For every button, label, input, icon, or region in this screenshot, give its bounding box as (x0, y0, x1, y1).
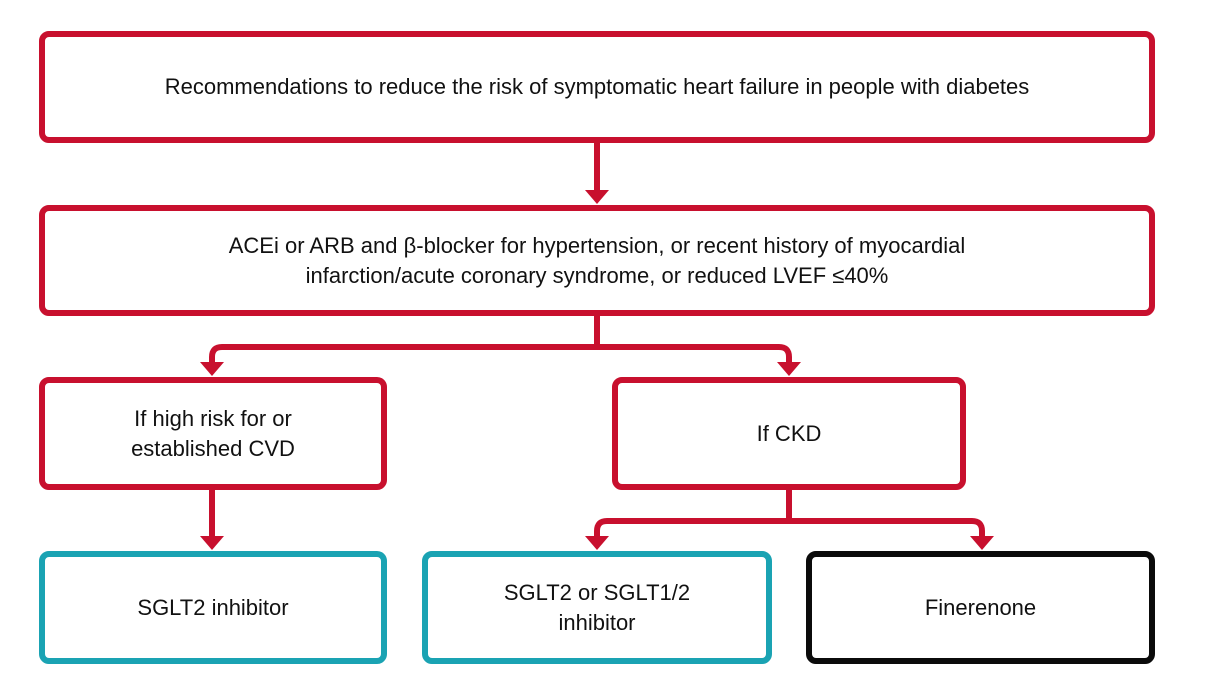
sglt2-inhibitor-node: SGLT2 inhibitor (39, 551, 387, 664)
connector-acei-split (209, 316, 792, 363)
high-risk-cvd-node: If high risk for or established CVD (39, 377, 387, 490)
heart-failure-recommendations-node: Recommendations to reduce the risk of sy… (39, 31, 1155, 143)
node-text-line-1: If high risk for or (134, 405, 292, 431)
node-text: If CKD (756, 420, 822, 446)
connector-ckd-split (594, 490, 985, 537)
node-text: Finerenone (924, 594, 1037, 620)
node-text-line-2: established CVD (131, 435, 295, 461)
arrowhead-acei (585, 190, 609, 204)
node-text-line-1: ACEi or ARB and β-blocker for hypertensi… (228, 232, 966, 258)
node-text-line-2: infarction/acute coronary syndrome, or r… (305, 262, 889, 288)
arrowhead-sglt12 (585, 536, 609, 550)
sglt2-or-sglt12-inhibitor-node: SGLT2 or SGLT1/2 inhibitor (422, 551, 772, 664)
node-text-line-1: SGLT2 or SGLT1/2 (503, 579, 691, 605)
finerenone-node: Finerenone (806, 551, 1155, 664)
arrowhead-finerenone (970, 536, 994, 550)
ckd-node: If CKD (612, 377, 966, 490)
arrowhead-ckd (777, 362, 801, 376)
arrowhead-cvd (200, 362, 224, 376)
node-text-line-2: inhibitor (558, 609, 636, 635)
node-text: SGLT2 inhibitor (137, 594, 289, 620)
acei-arb-beta-blocker-node: ACEi or ARB and β-blocker for hypertensi… (39, 205, 1155, 316)
node-text: Recommendations to reduce the risk of sy… (164, 74, 1030, 99)
arrowhead-sglt2 (200, 536, 224, 550)
